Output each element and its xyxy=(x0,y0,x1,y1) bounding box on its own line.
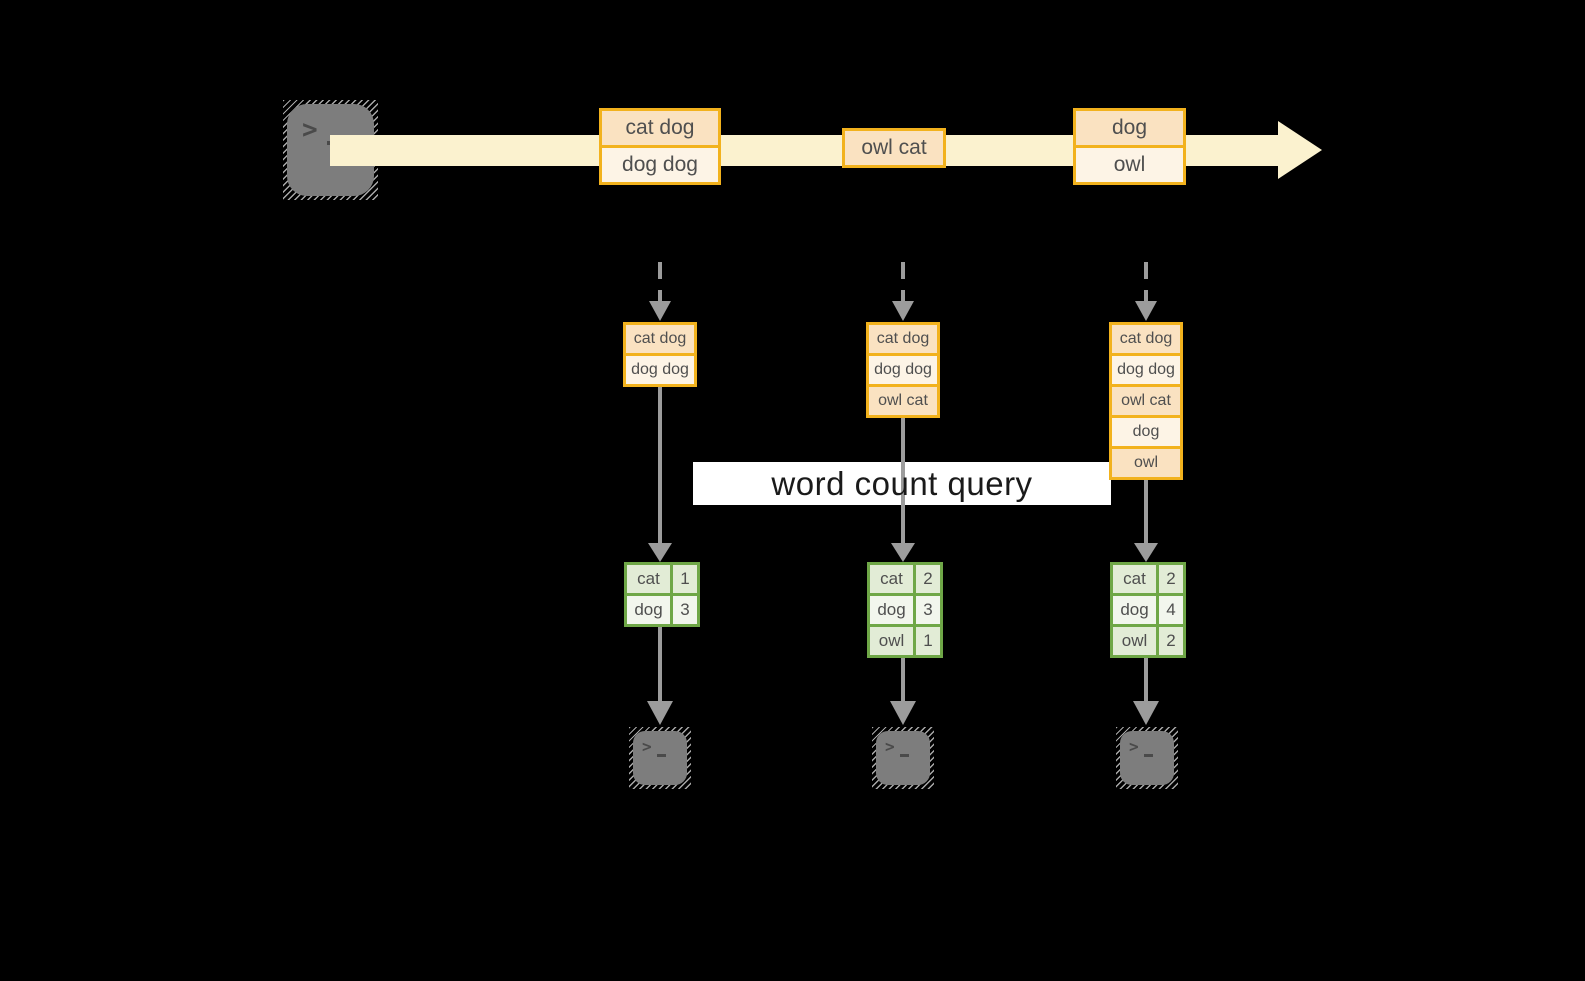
dashed-arrow-line xyxy=(1144,262,1148,302)
word-cell: owl xyxy=(867,624,916,658)
stack-item: cat dog xyxy=(623,322,697,356)
event-label: dog xyxy=(1073,108,1186,148)
connector-line xyxy=(901,655,905,703)
dashed-arrowhead-icon xyxy=(892,301,914,321)
connector-line xyxy=(658,627,662,703)
count-cell: 2 xyxy=(913,562,943,596)
terminal-prompt-icon: > xyxy=(302,115,318,145)
word-cell: dog xyxy=(1110,593,1159,627)
stream-event-box: dog owl xyxy=(1073,108,1186,185)
accumulated-stack: cat dog dog dog owl cat dog owl xyxy=(1109,322,1183,480)
count-table: cat 1 dog 3 xyxy=(624,562,700,627)
event-label: dog dog xyxy=(599,145,721,185)
dashed-arrow-line xyxy=(658,262,662,302)
table-row: cat 1 xyxy=(624,562,700,596)
terminal-body: > xyxy=(633,731,687,785)
dashed-arrowhead-icon xyxy=(1135,301,1157,321)
table-row: dog 3 xyxy=(624,593,700,627)
table-row: owl 2 xyxy=(1110,624,1186,658)
terminal-cursor-icon xyxy=(657,754,666,757)
terminal-body: > xyxy=(1120,731,1174,785)
arrowhead-icon xyxy=(891,543,915,562)
arrowhead-icon xyxy=(648,543,672,562)
arrowhead-icon xyxy=(647,701,673,725)
word-cell: cat xyxy=(867,562,916,596)
stack-item: dog dog xyxy=(866,353,940,387)
count-cell: 3 xyxy=(670,593,700,627)
table-row: cat 2 xyxy=(1110,562,1186,596)
output-terminal-icon: > xyxy=(1116,727,1178,789)
output-terminal-icon: > xyxy=(872,727,934,789)
dashed-arrowhead-icon xyxy=(649,301,671,321)
connector-line xyxy=(901,418,905,545)
word-count-query-banner: word count query xyxy=(693,462,1111,505)
terminal-body: > xyxy=(876,731,930,785)
word-cell: owl xyxy=(1110,624,1159,658)
terminal-prompt-icon: > xyxy=(642,737,652,756)
count-table: cat 2 dog 3 owl 1 xyxy=(867,562,943,658)
terminal-cursor-icon xyxy=(1144,754,1153,757)
word-cell: dog xyxy=(624,593,673,627)
stream-event-box: owl cat xyxy=(842,128,946,168)
table-row: dog 3 xyxy=(867,593,943,627)
count-cell: 2 xyxy=(1156,624,1186,658)
connector-line xyxy=(1144,655,1148,703)
stream-event-box: cat dog dog dog xyxy=(599,108,721,185)
count-cell: 2 xyxy=(1156,562,1186,596)
word-cell: dog xyxy=(867,593,916,627)
table-row: dog 4 xyxy=(1110,593,1186,627)
terminal-cursor-icon xyxy=(900,754,909,757)
stack-item: owl xyxy=(1109,446,1183,480)
word-cell: cat xyxy=(624,562,673,596)
arrowhead-icon xyxy=(1134,543,1158,562)
arrowhead-icon xyxy=(890,701,916,725)
count-cell: 1 xyxy=(670,562,700,596)
table-row: owl 1 xyxy=(867,624,943,658)
stack-item: dog dog xyxy=(1109,353,1183,387)
arrowhead-icon xyxy=(1133,701,1159,725)
terminal-prompt-icon: > xyxy=(1129,737,1139,756)
stack-item: dog xyxy=(1109,415,1183,449)
output-terminal-icon: > xyxy=(629,727,691,789)
count-cell: 4 xyxy=(1156,593,1186,627)
stream-arrowhead-icon xyxy=(1278,121,1322,179)
count-cell: 3 xyxy=(913,593,943,627)
connector-line xyxy=(1144,480,1148,545)
table-row: cat 2 xyxy=(867,562,943,596)
connector-line xyxy=(658,387,662,545)
count-cell: 1 xyxy=(913,624,943,658)
count-table: cat 2 dog 4 owl 2 xyxy=(1110,562,1186,658)
event-label: owl cat xyxy=(842,128,946,168)
terminal-prompt-icon: > xyxy=(885,737,895,756)
dashed-arrow-line xyxy=(901,262,905,302)
event-label: cat dog xyxy=(599,108,721,148)
stack-item: dog dog xyxy=(623,353,697,387)
event-label: owl xyxy=(1073,145,1186,185)
word-cell: cat xyxy=(1110,562,1159,596)
stack-item: cat dog xyxy=(866,322,940,356)
stack-item: cat dog xyxy=(1109,322,1183,356)
accumulated-stack: cat dog dog dog owl cat xyxy=(866,322,940,418)
stack-item: owl cat xyxy=(866,384,940,418)
stack-item: owl cat xyxy=(1109,384,1183,418)
accumulated-stack: cat dog dog dog xyxy=(623,322,697,387)
banner-label: word count query xyxy=(771,464,1033,502)
